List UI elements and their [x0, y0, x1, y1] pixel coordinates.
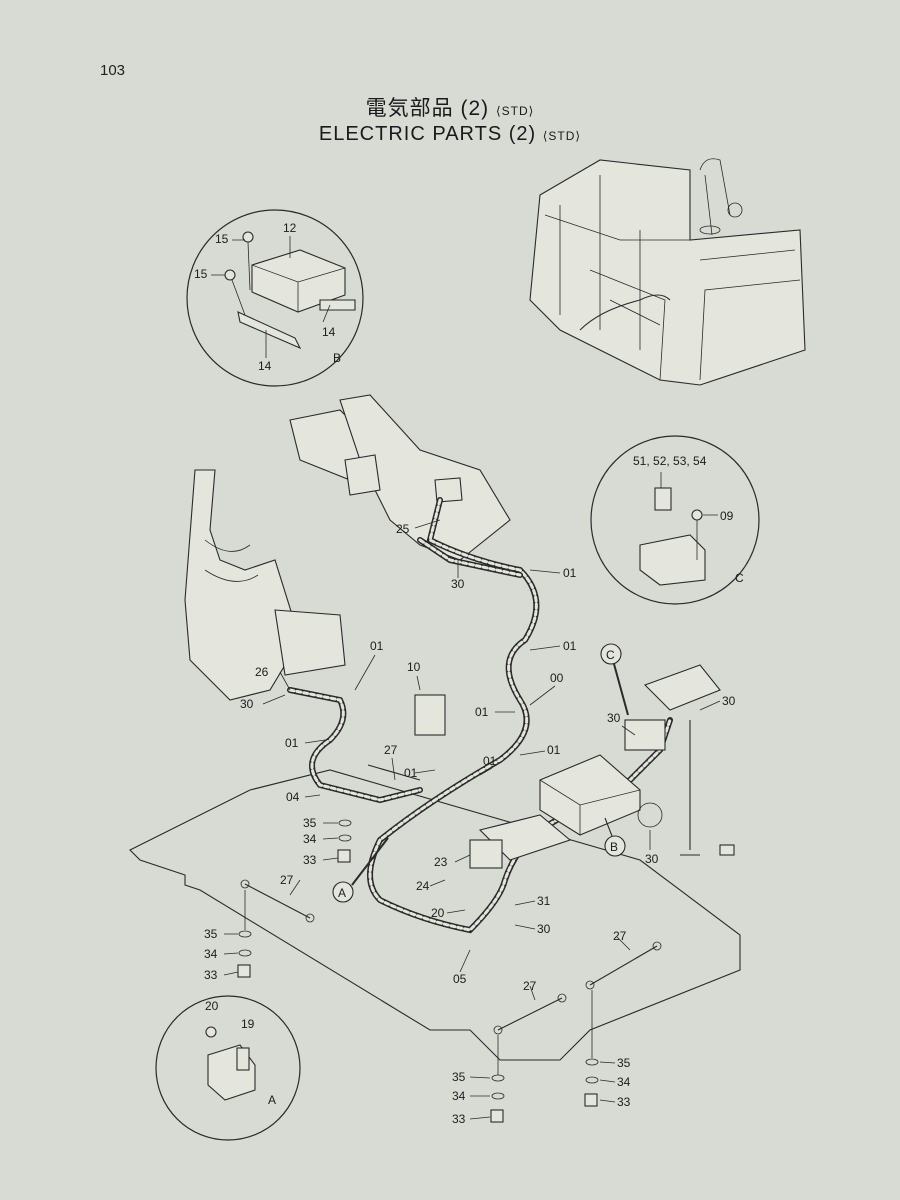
wire-harness — [287, 497, 673, 934]
callout-14: 14 — [258, 359, 272, 373]
excavator-cab-drawing — [529, 158, 806, 386]
callout-30: 30 — [537, 922, 551, 936]
title-japanese: 電気部品 (2) ⟨STD⟩ — [0, 92, 900, 122]
callout-35: 35 — [303, 816, 317, 830]
marker-b: B — [610, 840, 618, 854]
callout-35: 35 — [204, 927, 218, 941]
callout-01: 01 — [475, 705, 489, 719]
callout-10: 10 — [407, 660, 421, 674]
title-english-text: ELECTRIC PARTS (2) — [318, 123, 537, 145]
callout-25: 25 — [396, 522, 410, 536]
callout-04: 04 — [286, 790, 300, 804]
marker-a: A — [338, 886, 346, 900]
callout-15: 15 — [215, 232, 229, 246]
callout-27: 27 — [613, 929, 627, 943]
floor-plate — [129, 769, 741, 1061]
controller-and-relays — [414, 664, 735, 869]
callout-01: 01 — [563, 639, 577, 653]
callout-33: 33 — [452, 1112, 466, 1126]
callout-01: 01 — [285, 736, 299, 750]
callout-01: 01 — [483, 754, 497, 768]
callout-34: 34 — [303, 832, 317, 846]
title-english: ELECTRIC PARTS (2) ⟨STD⟩ — [0, 123, 900, 146]
callout-23: 23 — [434, 855, 448, 869]
callout-15: 15 — [194, 267, 208, 281]
callout-30: 30 — [240, 697, 254, 711]
callout-27: 27 — [523, 979, 537, 993]
callout-30: 30 — [451, 577, 465, 591]
callout-24: 24 — [416, 879, 430, 893]
callout-01: 01 — [370, 639, 384, 653]
page-number: 103 — [100, 62, 126, 79]
callout-01: 01 — [563, 566, 577, 580]
marker-c: C — [606, 648, 615, 662]
callout-20: 20 — [205, 999, 219, 1013]
callout-20: 20 — [431, 906, 445, 920]
callout-34: 34 — [617, 1075, 631, 1089]
detail-letter-c: C — [735, 571, 744, 585]
callout-00: 00 — [550, 671, 564, 685]
right-console — [289, 394, 511, 561]
callout-34: 34 — [452, 1089, 466, 1103]
callout-26: 26 — [255, 665, 269, 679]
hardware-stacks — [237, 819, 599, 1123]
callout-09: 09 — [720, 509, 734, 523]
detail-circle-a: 20 19 A — [155, 995, 301, 1141]
main-callouts: 25 30 01 01 01 26 10 00 30 01 30 30 01 2… — [204, 522, 736, 1126]
left-console — [184, 469, 346, 701]
callout-19: 19 — [241, 1017, 255, 1031]
callout-01: 01 — [404, 766, 418, 780]
callout-27: 27 — [280, 873, 294, 887]
detail-letter-b: B — [333, 351, 341, 365]
callout-31: 31 — [537, 894, 551, 908]
leader-lines — [223, 519, 721, 1120]
detail-circle-c: 51, 52, 53, 54 09 C — [590, 435, 760, 605]
callout-51-54: 51, 52, 53, 54 — [633, 454, 707, 468]
callout-35: 35 — [452, 1070, 466, 1084]
callout-30: 30 — [645, 852, 659, 866]
std-tag: ⟨STD⟩ — [542, 129, 582, 143]
callout-30: 30 — [722, 694, 736, 708]
callout-33: 33 — [303, 853, 317, 867]
callout-12: 12 — [283, 221, 297, 235]
callout-33: 33 — [617, 1095, 631, 1109]
callout-33: 33 — [204, 968, 218, 982]
ground-straps — [240, 764, 662, 1035]
detail-circle-b: 15 15 12 14 14 B — [186, 209, 364, 387]
callout-05: 05 — [453, 972, 467, 986]
callout-35: 35 — [617, 1056, 631, 1070]
title-japanese-text: 電気部品 (2) — [365, 97, 490, 120]
callout-01: 01 — [547, 743, 561, 757]
callout-34: 34 — [204, 947, 218, 961]
callout-14: 14 — [322, 325, 336, 339]
std-tag: ⟨STD⟩ — [495, 104, 535, 118]
section-markers: A B C — [332, 643, 629, 903]
callout-27: 27 — [384, 743, 398, 757]
detail-letter-a: A — [268, 1093, 276, 1107]
callout-30: 30 — [607, 711, 621, 725]
